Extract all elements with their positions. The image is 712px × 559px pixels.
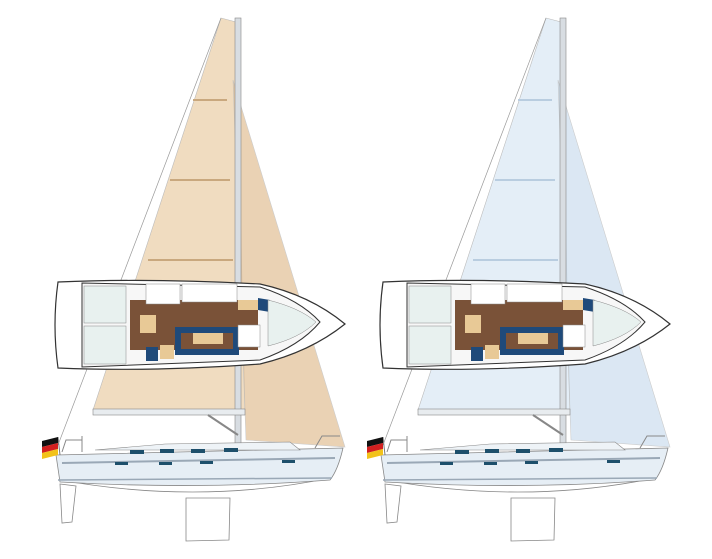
german-flag-icon	[367, 436, 386, 459]
saloon-table	[518, 330, 548, 344]
hull	[55, 447, 344, 486]
keel	[510, 497, 556, 542]
heads-aft	[470, 283, 506, 305]
deck-plan	[379, 279, 671, 370]
saloon-settee	[500, 327, 564, 355]
cabin-top	[419, 441, 626, 451]
hull	[380, 447, 669, 486]
jib-sail	[557, 79, 671, 448]
pushpit	[386, 436, 408, 453]
deck-plan	[54, 279, 346, 370]
hull-windows	[115, 448, 295, 465]
keel	[185, 497, 231, 542]
galley	[506, 283, 563, 303]
aft-cabin-port	[83, 285, 127, 324]
chart-table	[485, 345, 499, 359]
aft-cabin-port	[408, 285, 452, 324]
jib-sail	[232, 79, 346, 448]
boot-stripe	[57, 477, 333, 481]
hull-windows	[440, 448, 620, 465]
backstay	[57, 17, 222, 446]
heads-aft	[145, 283, 181, 305]
vang	[207, 414, 239, 436]
aft-cabin-starboard	[408, 325, 452, 365]
galley-counter	[563, 300, 583, 310]
sailboat-left	[42, 17, 346, 542]
mast	[559, 17, 567, 444]
rudder	[384, 483, 402, 524]
sailboat-right	[367, 17, 671, 542]
aft-cabin-starboard	[83, 325, 127, 365]
companionway	[465, 315, 481, 333]
pulpit	[314, 435, 340, 449]
pushpit	[61, 436, 83, 453]
boot-stripe	[382, 477, 658, 481]
forward-seat	[258, 298, 270, 312]
mast	[234, 17, 242, 444]
saloon-table	[193, 330, 223, 344]
forward-cabin	[267, 299, 317, 347]
nav-seat	[146, 347, 158, 361]
hull-stripe	[61, 457, 336, 464]
saloon-settee	[175, 327, 239, 355]
forward-seat	[583, 298, 595, 312]
nav-seat	[471, 347, 483, 361]
boom	[417, 408, 571, 416]
hull-stripe	[386, 457, 661, 464]
backstay	[382, 17, 547, 446]
forward-cabin	[592, 299, 642, 347]
pulpit	[639, 435, 665, 449]
forward-heads	[237, 324, 261, 348]
boom	[92, 408, 246, 416]
rudder	[59, 483, 77, 524]
german-flag-icon	[42, 436, 61, 459]
vang	[532, 414, 564, 436]
companionway	[140, 315, 156, 333]
galley	[181, 283, 238, 303]
forward-heads	[562, 324, 586, 348]
chart-table	[160, 345, 174, 359]
cabin-top	[94, 441, 301, 451]
galley-counter	[238, 300, 258, 310]
